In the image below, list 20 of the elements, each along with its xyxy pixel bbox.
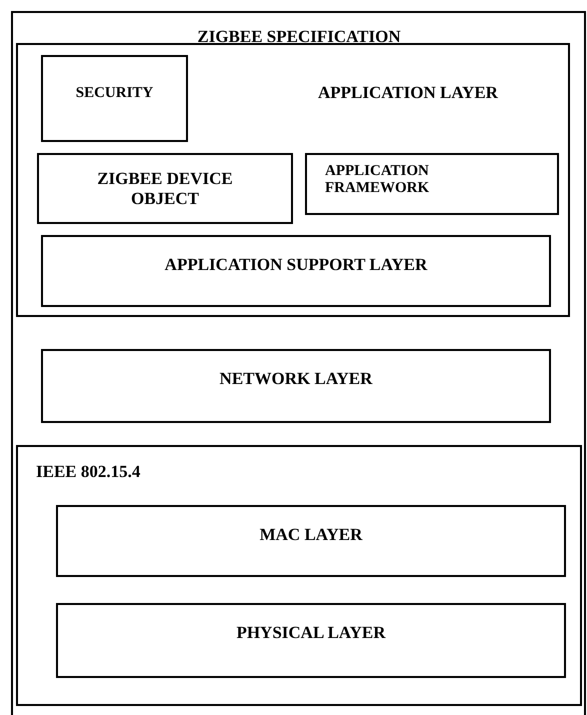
box-label: APPLICATION SUPPORT LAYER — [164, 255, 428, 275]
box-label: IEEE 802.15.4 — [36, 462, 142, 482]
module-box — [37, 153, 293, 224]
layer-box — [16, 43, 570, 317]
box-label: NETWORK LAYER — [218, 369, 374, 389]
box-label: SECURITY — [74, 85, 154, 102]
box-label: ZIGBEE DEVICE OBJECT — [96, 169, 234, 209]
module-box — [41, 55, 188, 142]
standard-frame — [16, 445, 582, 706]
layer-box — [56, 603, 566, 678]
box-label: APPLICATION FRAMEWORK — [325, 163, 430, 197]
layer-box — [56, 505, 566, 577]
box-label: MAC LAYER — [258, 525, 364, 545]
box-label: APPLICATION LAYER — [318, 83, 499, 103]
specification-frame — [11, 11, 586, 715]
layer-box — [41, 235, 551, 307]
layer-box — [41, 349, 551, 423]
box-label: PHYSICAL LAYER — [235, 623, 387, 643]
module-box — [305, 153, 559, 215]
box-label: ZIGBEE SPECIFICATION — [196, 27, 402, 47]
